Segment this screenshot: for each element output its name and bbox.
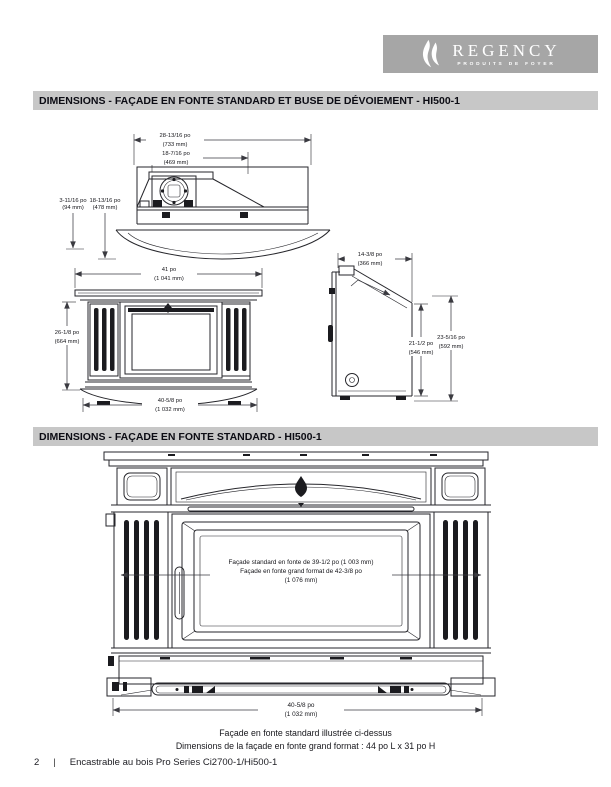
facade-label-line1: Façade standard en fonte de 39-1/2 po (1… xyxy=(229,559,374,566)
dim-front-width-mm: (1 041 mm) xyxy=(154,276,184,282)
footer-separator: | xyxy=(53,757,56,768)
facade-caption: Façade en fonte standard illustrée ci-de… xyxy=(0,727,611,753)
facade-base-dim-mm: (1 032 mm) xyxy=(285,711,318,718)
brand-block: REGENCY PRODUITS DE FOYER xyxy=(452,42,560,67)
dim-front-base-in: 40-5/8 po xyxy=(158,398,183,404)
dim-top-inner-in: 18-7/16 po xyxy=(162,151,190,157)
brand-name: REGENCY xyxy=(452,40,561,60)
facade-label-line2: Façade en fonte grand format de 42-3/8 p… xyxy=(240,568,362,575)
dim-top-outer-in: 28-13/16 po xyxy=(160,133,191,139)
door-handle xyxy=(174,566,185,620)
caption-line2: Dimensions de la façade en fonte grand f… xyxy=(175,741,436,751)
dim-front-height-mm: (664 mm) xyxy=(55,339,80,345)
side-view-drawing: 14-3/8 po (366 mm) xyxy=(328,249,413,400)
blower-circle xyxy=(345,373,359,387)
section1-title: DIMENSIONS - FAÇADE EN FONTE STANDARD ET… xyxy=(39,94,461,107)
caption-line1: Façade en fonte standard illustrée ci-de… xyxy=(219,728,392,738)
leaf-ornament xyxy=(295,476,307,497)
dim-side-h2-in: 23-5/16 po xyxy=(437,335,465,341)
facade-dimensions: Façade standard en fonte de 39-1/2 po (1… xyxy=(112,554,483,718)
dim-left-b-in: 18-13/16 po xyxy=(90,198,121,204)
dim-side-h1-in: 21-1/2 po xyxy=(409,341,434,347)
dim-front-height-in: 26-1/8 po xyxy=(55,330,80,336)
page-number: 2 xyxy=(34,757,40,768)
section2-title: DIMENSIONS - FAÇADE EN FONTE STANDARD - … xyxy=(39,430,322,443)
flame-icon xyxy=(423,39,440,68)
front-view-dimensions: 26-1/8 po (664 mm) 40-5/8 po (1 032 mm) xyxy=(49,301,258,413)
door-handle-side xyxy=(328,325,333,342)
flue-collar xyxy=(159,176,189,206)
regency-logo-banner: REGENCY PRODUITS DE FOYER xyxy=(383,35,598,73)
dim-left-a-in: 3-11/16 po xyxy=(59,198,86,204)
top-view-drawing xyxy=(115,166,331,260)
footer-doc-title: Encastrable au bois Pro Series Ci2700-1/… xyxy=(69,757,278,768)
facade-label-line3: (1 076 mm) xyxy=(285,577,318,584)
dim-front-width-in: 41 po xyxy=(162,267,177,273)
dim-side-depth-mm: (366 mm) xyxy=(358,261,383,267)
facade-base-dim-in: 40-5/8 po xyxy=(287,702,314,709)
dim-left-a-mm: (94 mm) xyxy=(62,205,84,211)
dim-side-h2-mm: (592 mm) xyxy=(439,344,464,350)
dim-side-h1-mm: (546 mm) xyxy=(409,350,434,356)
section1-header: DIMENSIONS - FAÇADE EN FONTE STANDARD ET… xyxy=(33,91,598,110)
brand-tagline: PRODUITS DE FOYER xyxy=(457,61,556,67)
section2-header: DIMENSIONS - FAÇADE EN FONTE STANDARD - … xyxy=(33,427,598,446)
page-footer: 2 | Encastrable au bois Pro Series Ci270… xyxy=(34,757,277,768)
front-view-drawing: 41 po (1 041 mm) xyxy=(74,264,263,406)
dim-top-outer-mm: (733 mm) xyxy=(163,142,188,148)
dim-front-base-mm: (1 032 mm) xyxy=(155,407,185,413)
facade-drawing-section2: Façade standard en fonte de 39-1/2 po (1… xyxy=(103,451,496,718)
dim-side-depth-in: 14-3/8 po xyxy=(358,252,383,258)
top-view-dimensions: 28-13/16 po (733 mm) 18-7/16 po (469 mm)… xyxy=(59,130,312,260)
dim-left-b-mm: (478 mm) xyxy=(93,205,118,211)
technical-drawings-section1: 28-13/16 po (733 mm) 18-7/16 po (469 mm)… xyxy=(49,130,472,413)
dim-top-inner-mm: (469 mm) xyxy=(164,160,189,166)
facade-drawing xyxy=(103,451,496,697)
side-view-dimensions: 21-1/2 po (546 mm) 23-5/16 po (592 mm) xyxy=(402,295,472,402)
